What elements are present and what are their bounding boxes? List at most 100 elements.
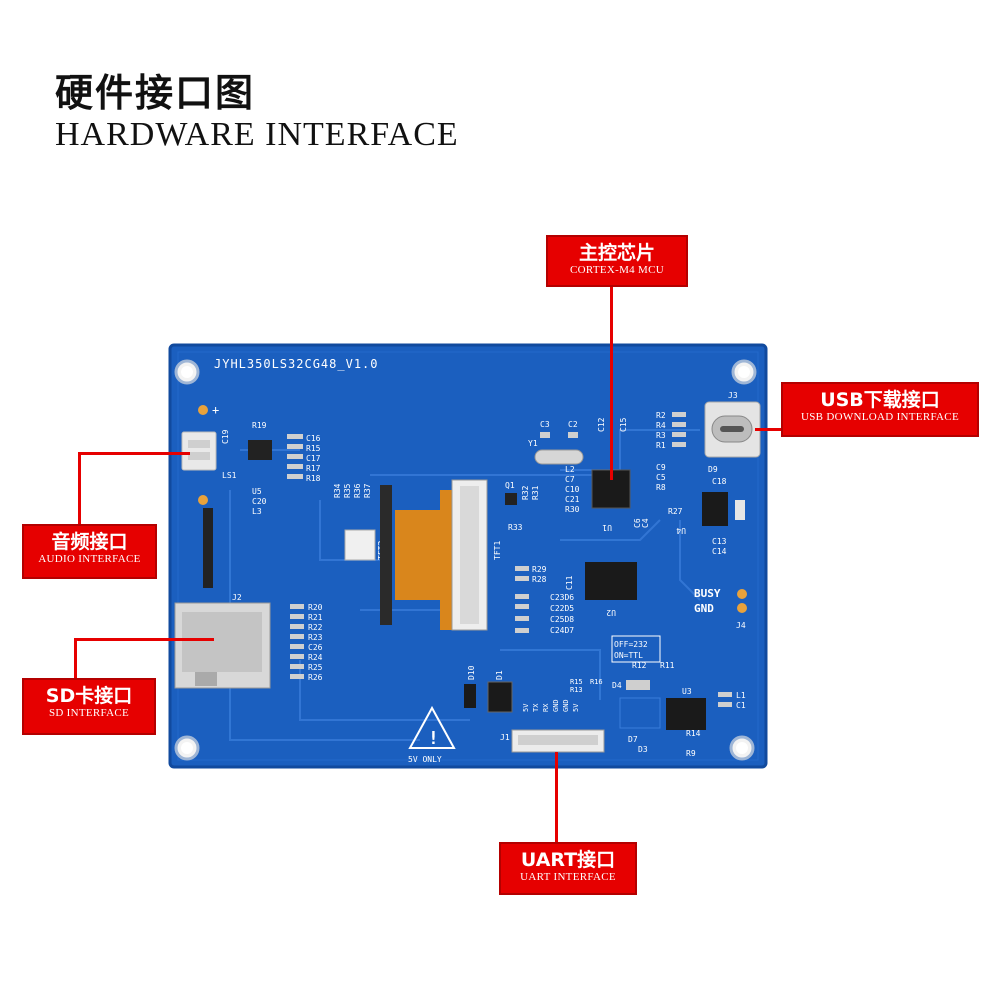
page-title: 硬件接口图 [55,71,256,115]
silkscreen-label: R36 [353,483,362,498]
silkscreen-label: C11 [565,575,574,590]
silkscreen-label: C1 [736,701,746,710]
leader-uart [555,752,558,844]
silkscreen-label: C22D5 [550,604,574,613]
mounting-holes [174,359,757,761]
silkscreen-label: R29 [532,565,547,574]
silkscreen-label: C24D7 [550,626,574,635]
callout-usb-title: USB下载接口 [820,389,940,411]
uart-transceiver-chip [666,698,706,730]
leader-audio-v [78,452,81,524]
silkscreen-label: GND [694,602,714,615]
silkscreen-label: C4 [641,518,650,528]
silkscreen-label: R28 [532,575,547,584]
silkscreen-label: OFF=232 [614,640,648,649]
silkscreen-label: R15 [570,678,583,686]
silkscreen-label: U3 [682,687,692,696]
callout-audio-subtitle: AUDIO INTERFACE [38,553,141,565]
silkscreen-label: R15 [306,444,321,453]
silkscreen-label: R1 [656,441,666,450]
silkscreen-label: R11 [660,661,675,670]
silkscreen-label: R22 [308,623,323,632]
silkscreen-label: LS1 [222,471,237,480]
silkscreen-label: R2 [656,411,666,420]
silkscreen-label: C26 [308,643,323,652]
silkscreen-label: J2 [232,593,242,602]
callout-mcu-subtitle: CORTEX-M4 MCU [570,264,664,276]
silkscreen-label: C12 [597,417,606,432]
silkscreen-label: R37 [363,483,372,498]
silkscreen-label: R35 [343,483,352,498]
crystal [534,449,584,465]
silkscreen-label: C18 [712,477,727,486]
silkscreen-label: R24 [308,653,323,662]
silkscreen-label: D9 [708,465,718,474]
silkscreen-label: C5 [656,473,666,482]
silkscreen-label: Y1 [528,439,538,448]
silkscreen-label: C10 [565,485,580,494]
silkscreen-label: R25 [308,663,323,672]
callout-sd-subtitle: SD INTERFACE [48,707,130,719]
silkscreen-label: D3 [638,745,648,754]
silkscreen-label: R8 [656,483,666,492]
page-subtitle: HARDWARE INTERFACE [55,116,459,153]
silkscreen-label: D1 [495,670,504,680]
silkscreen-label: U5 [252,487,262,496]
silkscreen-label: RX [542,703,550,712]
silkscreen-label: C6 [633,518,642,528]
silkscreen-label: J4 [736,621,746,630]
silkscreen-label: R14 [686,729,701,738]
silkscreen-label: C9 [656,463,666,472]
fpc-ribbon [395,490,455,630]
silkscreen-label: R12 [632,661,647,670]
silkscreen-label: C25D8 [550,615,574,624]
silkscreen-label: R26 [308,673,323,682]
leader-audio-h [78,452,190,455]
silkscreen-label: L3 [252,507,262,516]
silkscreen-label: TX [532,703,540,712]
board-model-label: JYHL350LS32CG48_V1.0 [214,357,379,371]
silkscreen-label: C20 [252,497,267,506]
callout-mcu-title: 主控芯片 [578,242,655,264]
silkscreen-label: C2 [568,420,578,429]
callout-uart-title: UART接口 [520,849,616,871]
callout-audio: 音频接口 AUDIO INTERFACE [22,524,157,579]
silkscreen-label: C3 [540,420,550,429]
callout-sd: SD卡接口 SD INTERFACE [22,678,156,735]
plus-mark: + [212,403,219,417]
silkscreen-label: C16 [306,434,321,443]
callout-usb-subtitle: USB DOWNLOAD INTERFACE [801,411,959,423]
silkscreen-label: Q1 [505,481,515,490]
silkscreen-label: C19 [221,429,230,444]
silkscreen-label: TFT1 [493,541,502,560]
audio-connector [181,431,217,471]
silkscreen-label: D4 [612,681,622,690]
silkscreen-label: R13 [570,686,583,694]
leader-sd-v [74,638,77,680]
silkscreen-label: R33 [508,523,523,532]
silkscreen-label: C17 [306,454,321,463]
silkscreen-label: R21 [308,613,323,622]
silkscreen-label: R32 [521,485,530,500]
silkscreen-label: U1 [602,523,612,532]
silkscreen-label: R23 [308,633,323,642]
leader-mcu [610,285,613,480]
silkscreen-label: D7 [628,735,638,744]
silkscreen-label: 5V [572,703,580,712]
tft2-connector [344,529,376,561]
silkscreen-label: L1 [736,691,746,700]
silkscreen-label: R4 [656,421,666,430]
silkscreen-label: R18 [306,474,321,483]
silkscreen-label: R31 [531,485,540,500]
leader-sd-h [74,638,214,641]
silkscreen-label: R3 [656,431,666,440]
silkscreen-label: GND [552,699,560,712]
callout-uart: UART接口 UART INTERFACE [499,842,637,895]
regulator-u4 [702,492,728,526]
silkscreen-label: ON=TTL [614,651,643,660]
silkscreen-label: ! [428,728,439,749]
silkscreen-label: C14 [712,547,727,556]
silkscreen-label: R19 [252,421,267,430]
silkscreen-label: C7 [565,475,575,484]
silkscreen-label: 5V [522,703,530,712]
